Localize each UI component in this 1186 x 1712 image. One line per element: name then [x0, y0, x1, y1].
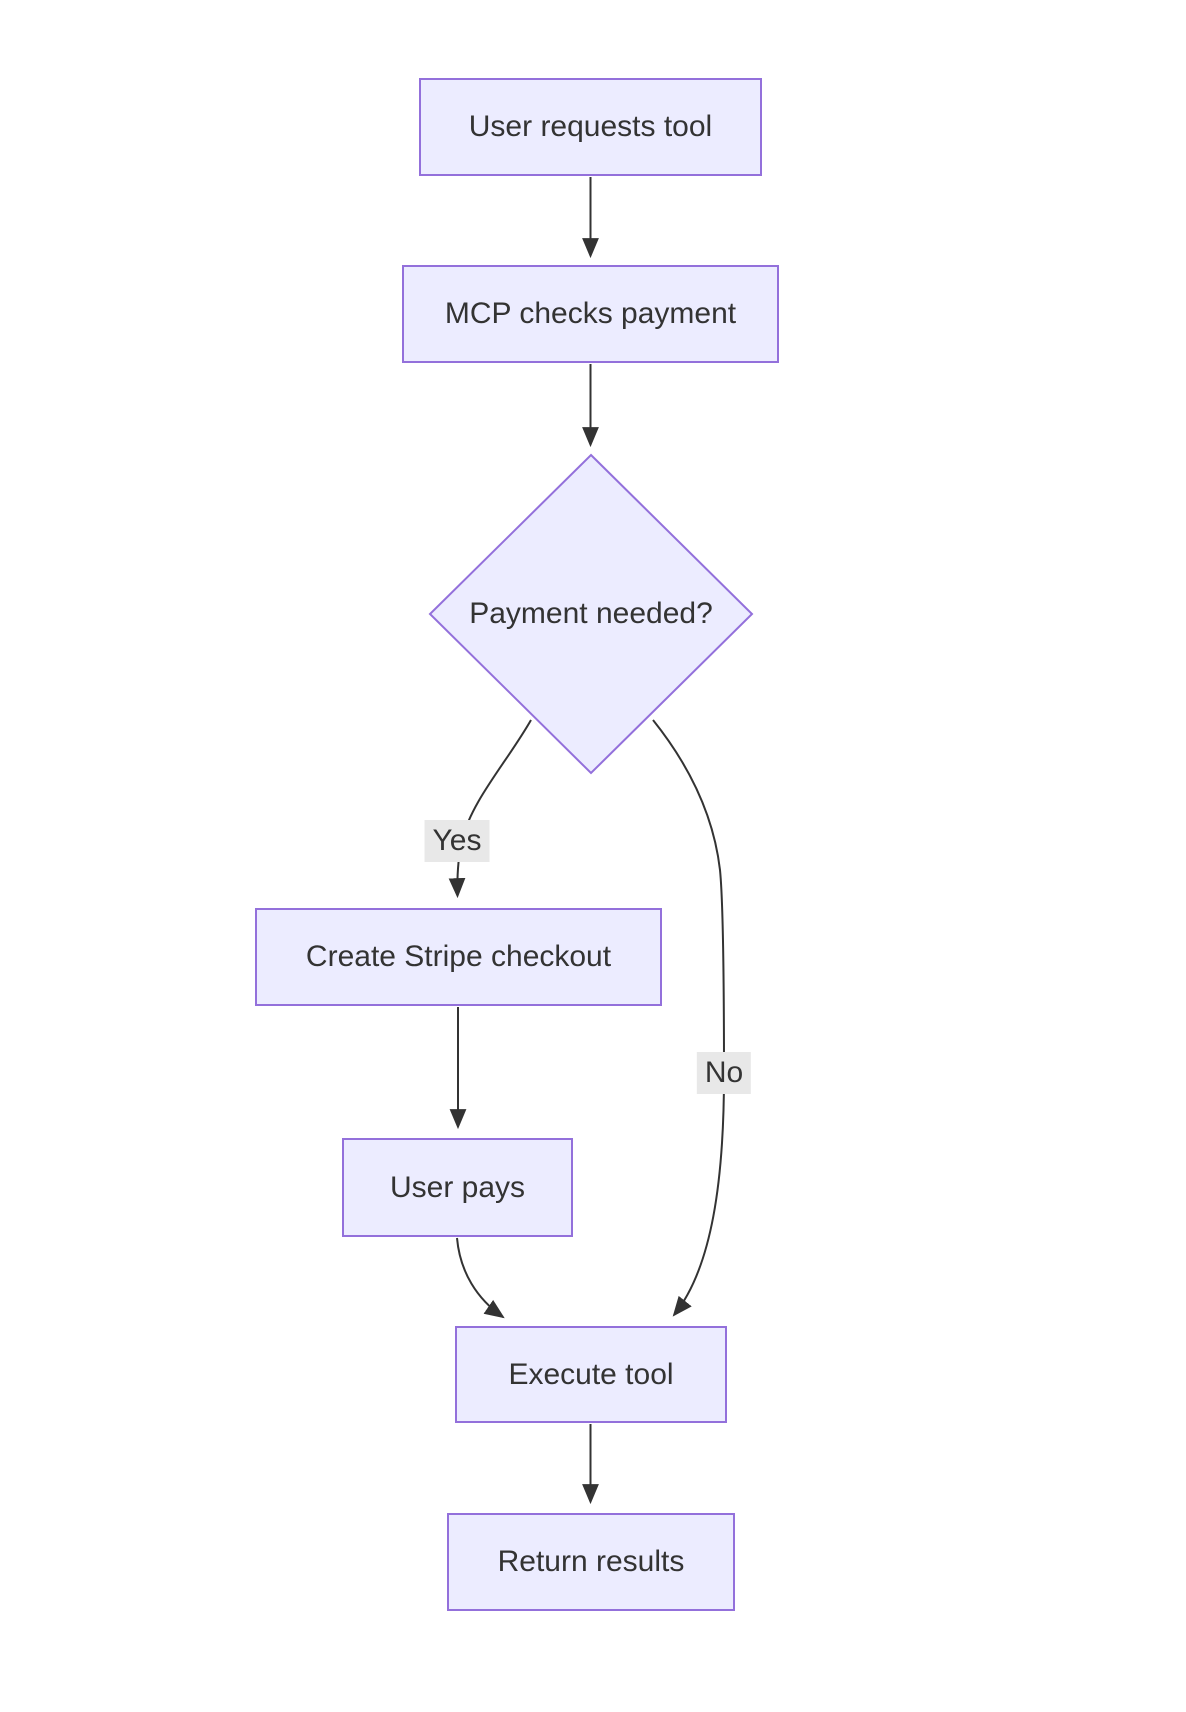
node-mcp-checks-payment: MCP checks payment — [402, 265, 779, 363]
node-execute-tool: Execute tool — [455, 1326, 727, 1423]
node-user-pays: User pays — [342, 1138, 573, 1237]
node-payment-needed-decision: Payment needed? — [469, 597, 713, 631]
edge-user-pays-to-execute-tool — [456, 1237, 505, 1319]
edge-no-payment-needed-to-execute-tool — [652, 719, 726, 1317]
decision-diamond-shape — [428, 453, 754, 775]
node-user-requests-tool: User requests tool — [419, 78, 762, 176]
node-label: Return results — [497, 1545, 685, 1578]
node-return-results: Return results — [447, 1513, 735, 1611]
node-label: User pays — [389, 1170, 526, 1204]
node-label: User requests tool — [468, 110, 713, 143]
edge-label-yes: Yes — [424, 820, 490, 862]
node-label: Payment needed? — [469, 597, 713, 630]
edge-label-no: No — [696, 1052, 752, 1094]
node-label: Execute tool — [508, 1357, 674, 1391]
node-create-stripe-checkout: Create Stripe checkout — [255, 908, 662, 1006]
node-label: Create Stripe checkout — [305, 940, 612, 973]
node-label: MCP checks payment — [444, 297, 737, 330]
edge-yes-payment-needed-to-create-checkout — [448, 719, 532, 899]
